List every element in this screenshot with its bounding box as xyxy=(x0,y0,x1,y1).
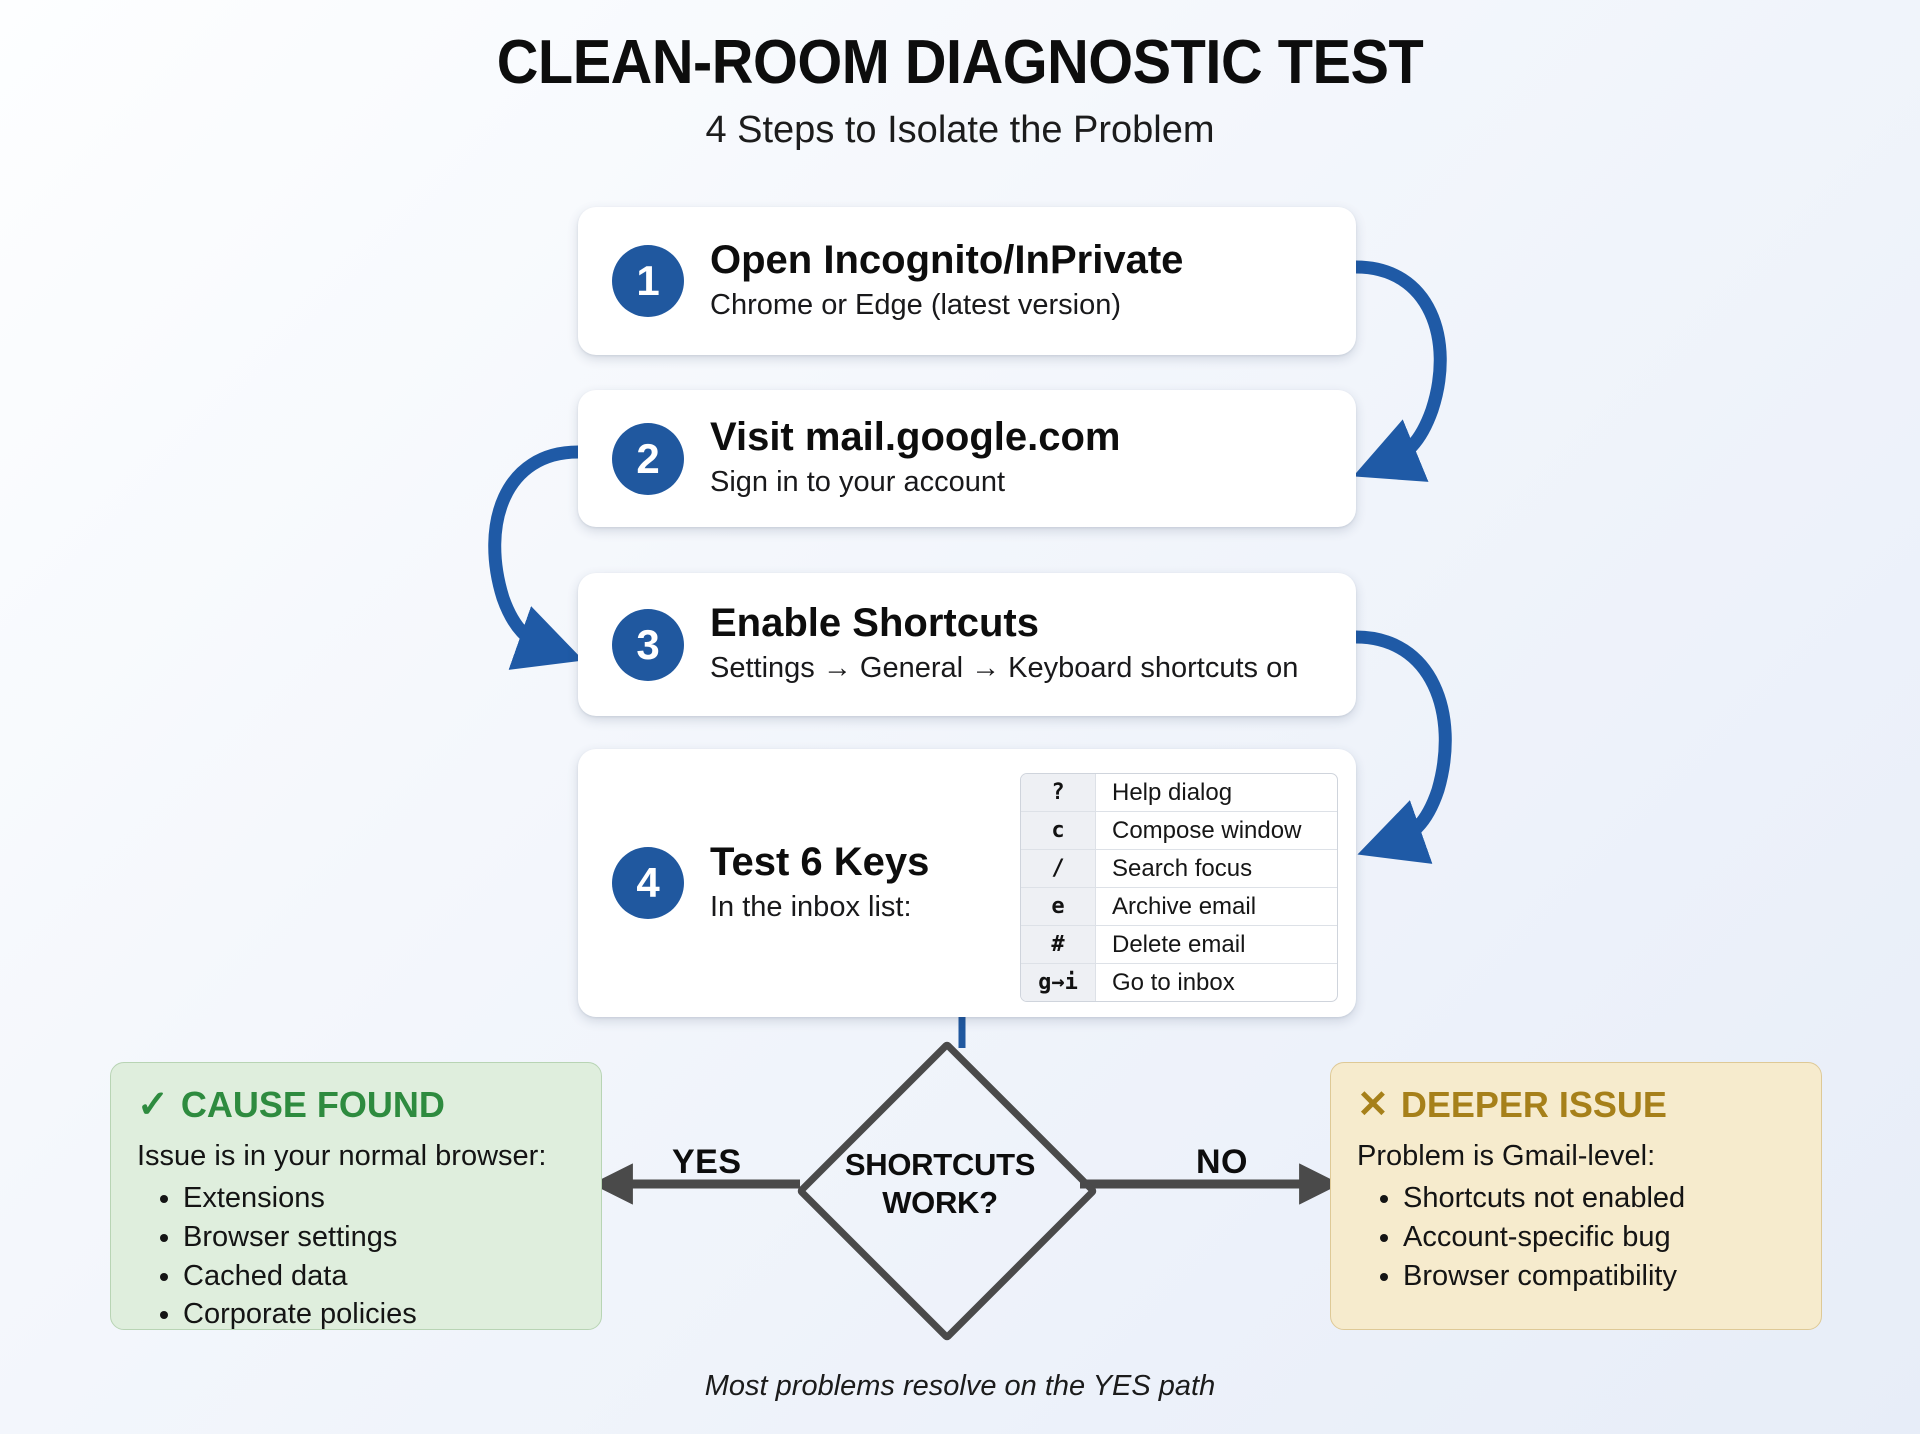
key-glyph: e xyxy=(1021,888,1096,925)
step-title-2: Visit mail.google.com xyxy=(710,415,1121,460)
step-badge-1: 1 xyxy=(612,245,684,317)
footer-note: Most problems resolve on the YES path xyxy=(704,1370,1216,1402)
list-item: Account-specific bug xyxy=(1403,1218,1795,1257)
step-body-4: Test 6 Keys In the inbox list: xyxy=(710,840,929,926)
step-sub-1: Chrome or Edge (latest version) xyxy=(710,288,1121,321)
step-sub-3: Settings → General → Keyboard shortcuts … xyxy=(710,652,1299,685)
list-item: Shortcuts not enabled xyxy=(1403,1179,1795,1218)
table-row: g→i Go to inbox xyxy=(1021,964,1337,1001)
list-item: Browser compatibility xyxy=(1403,1257,1795,1296)
arrow-step3-to-step4 xyxy=(1349,630,1452,864)
step-card-2[interactable]: 2 Visit mail.google.com Sign in to your … xyxy=(578,390,1356,527)
key-glyph: / xyxy=(1021,850,1096,887)
list-item: Cached data xyxy=(183,1257,575,1296)
step-sub-2: Sign in to your account xyxy=(710,466,1006,499)
outcome-lead-no: Problem is Gmail-level: xyxy=(1357,1139,1656,1172)
keyboard-shortcut-table: ? Help dialog c Compose window / Search … xyxy=(1020,773,1338,1002)
step-badge-4: 4 xyxy=(612,847,684,919)
table-row: / Search focus xyxy=(1021,850,1337,888)
decision-line-2: WORK? xyxy=(882,1185,998,1220)
step-body-1: Open Incognito/InPrivate Chrome or Edge … xyxy=(710,238,1183,324)
page-subtitle: 4 Steps to Isolate the Problem xyxy=(705,108,1215,151)
step-sub-4: In the inbox list: xyxy=(710,890,912,923)
key-description: Archive email xyxy=(1112,892,1257,920)
key-description: Search focus xyxy=(1112,854,1253,882)
key-description: Go to inbox xyxy=(1112,968,1235,996)
decision-diamond: SHORTCUTS WORK? xyxy=(795,1039,1099,1343)
outcome-heading-text-no: DEEPER ISSUE xyxy=(1400,1084,1667,1125)
outcome-box-deeper-issue: ✕ DEEPER ISSUE Problem is Gmail-level: S… xyxy=(1330,1062,1822,1330)
outcome-lead-yes: Issue is in your normal browser: xyxy=(137,1139,547,1172)
outcome-heading-text-yes: CAUSE FOUND xyxy=(180,1084,445,1125)
outcome-list-no: Shortcuts not enabled Account-specific b… xyxy=(1357,1179,1795,1295)
arrow-step2-to-step3 xyxy=(488,445,585,670)
header: CLEAN-ROOM DIAGNOSTIC TEST 4 Steps to Is… xyxy=(0,30,1920,152)
outcome-list-yes: Extensions Browser settings Cached data … xyxy=(137,1179,575,1333)
table-row: c Compose window xyxy=(1021,812,1337,850)
cross-icon: ✕ xyxy=(1357,1083,1389,1126)
table-row: e Archive email xyxy=(1021,888,1337,926)
key-glyph: # xyxy=(1021,926,1096,963)
list-item: Browser settings xyxy=(183,1218,575,1257)
step-body-2: Visit mail.google.com Sign in to your ac… xyxy=(710,415,1120,501)
table-row: ? Help dialog xyxy=(1021,774,1337,812)
outcome-heading-no: ✕ DEEPER ISSUE xyxy=(1357,1085,1795,1125)
key-description: Delete email xyxy=(1112,930,1246,958)
step-body-3: Enable Shortcuts Settings → General → Ke… xyxy=(710,601,1298,687)
table-row: # Delete email xyxy=(1021,926,1337,964)
step-badge-3: 3 xyxy=(612,608,684,681)
arrow-step1-to-step2 xyxy=(1349,260,1447,482)
decision-line-1: SHORTCUTS xyxy=(844,1146,1036,1182)
step-title-3: Enable Shortcuts xyxy=(710,601,1039,646)
key-glyph: g→i xyxy=(1021,964,1096,1001)
check-icon: ✓ xyxy=(137,1083,169,1126)
step-title-4: Test 6 Keys xyxy=(710,839,930,884)
branch-label-no: NO xyxy=(1196,1143,1248,1181)
key-description: Help dialog xyxy=(1112,778,1233,806)
key-glyph: c xyxy=(1021,812,1096,849)
key-glyph: ? xyxy=(1021,774,1096,811)
branch-label-yes: YES xyxy=(672,1143,742,1181)
step-badge-2: 2 xyxy=(612,422,684,495)
page-title: CLEAN-ROOM DIAGNOSTIC TEST xyxy=(496,28,1424,97)
key-description: Compose window xyxy=(1112,816,1302,844)
decision-label: SHORTCUTS WORK? xyxy=(802,1046,1078,1322)
list-item: Extensions xyxy=(183,1179,575,1218)
step-card-1[interactable]: 1 Open Incognito/InPrivate Chrome or Edg… xyxy=(578,207,1356,355)
outcome-heading-yes: ✓ CAUSE FOUND xyxy=(137,1085,575,1125)
step-title-1: Open Incognito/InPrivate xyxy=(710,237,1184,282)
outcome-box-cause-found: ✓ CAUSE FOUND Issue is in your normal br… xyxy=(110,1062,602,1330)
step-card-3[interactable]: 3 Enable Shortcuts Settings → General → … xyxy=(578,573,1356,716)
list-item: Corporate policies xyxy=(183,1295,575,1334)
